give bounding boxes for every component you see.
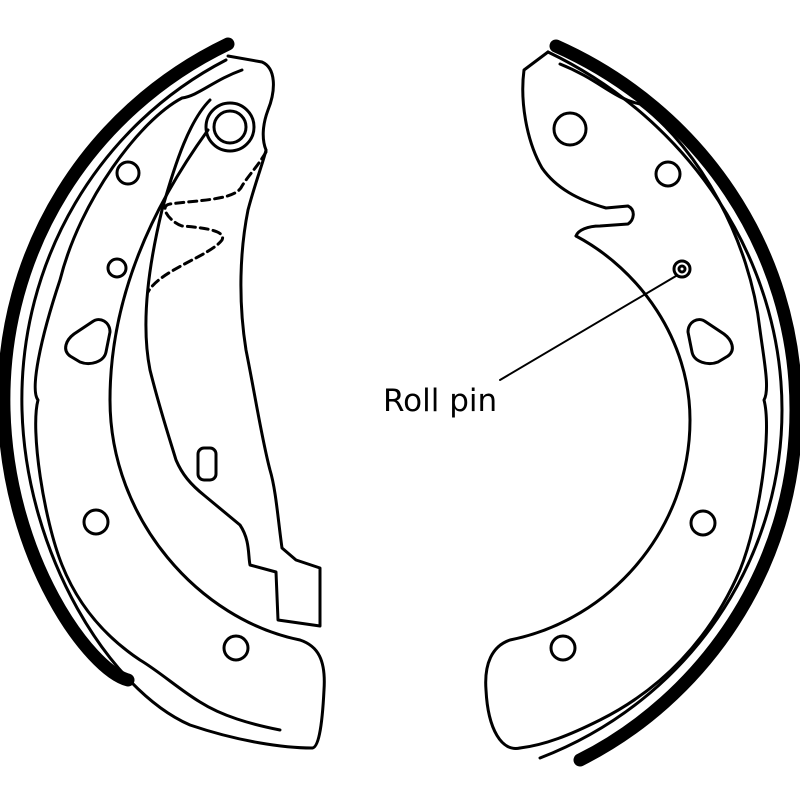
right-hole-1: [552, 111, 588, 147]
left-shoe-web-top: [226, 54, 275, 152]
left-pivot-hole-inner: [212, 109, 248, 145]
parking-brake-lever: [144, 98, 322, 628]
left-brake-shoe: [0, 37, 326, 750]
right-shoe-table-inner: [518, 62, 769, 750]
right-brake-shoe: [484, 39, 800, 767]
left-pivot-hole: [204, 101, 256, 153]
left-shoe-lining: [0, 37, 235, 687]
left-shoe-web-arc: [108, 128, 326, 750]
roll-pin-label: Roll pin: [383, 383, 497, 419]
left-hole-4: [222, 634, 250, 662]
left-hole-1: [115, 160, 141, 186]
left-shoe-table-inner: [33, 68, 282, 732]
left-slot: [64, 318, 112, 366]
lever-slot: [196, 446, 218, 482]
right-hole-2: [654, 160, 682, 188]
right-shoe-web-top: [521, 50, 635, 238]
left-hole-3: [82, 508, 110, 536]
roll-pin-inner: [677, 264, 687, 274]
lever-dashed-link: [146, 150, 268, 294]
right-hole-4: [549, 634, 577, 662]
right-hole-3: [689, 509, 717, 537]
left-shoe-table-outer: [20, 58, 314, 750]
roll-pin-leader-line: [499, 275, 677, 381]
roll-pin-outer: [672, 259, 692, 279]
left-hole-2: [106, 257, 128, 279]
right-slot: [686, 318, 734, 366]
right-shoe-web-arc: [484, 234, 692, 750]
right-shoe-lining: [549, 39, 800, 767]
right-shoe-table-outer: [538, 50, 784, 760]
lever-outline: [144, 98, 322, 628]
